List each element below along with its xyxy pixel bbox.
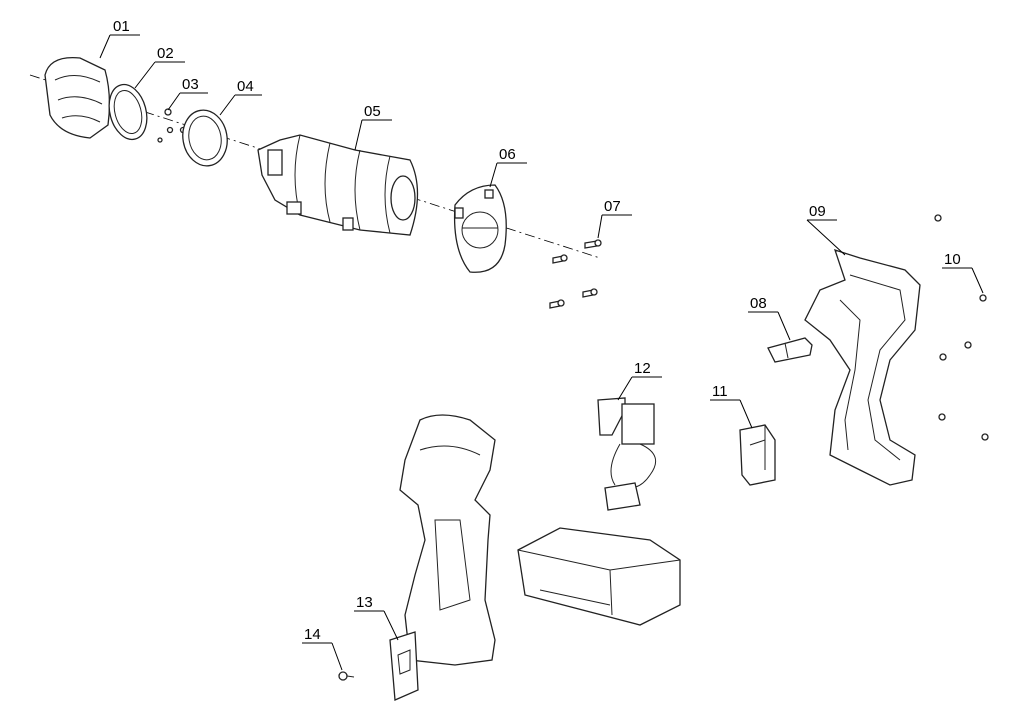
part-08-direction-switch xyxy=(767,337,813,363)
leader-lines xyxy=(99,34,984,671)
part-label-14: 14 xyxy=(304,626,321,643)
part-07-screws xyxy=(549,239,602,309)
part-02-retaining-ring xyxy=(108,83,148,141)
part-14-screw xyxy=(338,671,355,681)
part-label-09: 09 xyxy=(809,203,826,220)
part-10-screws xyxy=(934,214,989,441)
part-label-13: 13 xyxy=(356,594,373,611)
part-label-04: 04 xyxy=(237,78,254,95)
part-label-05: 05 xyxy=(364,103,381,120)
part-12-trigger-switch xyxy=(597,397,657,511)
part-11-control-module xyxy=(739,424,776,486)
part-05-motor-gear-assembly xyxy=(257,134,419,236)
part-label-10: 10 xyxy=(944,251,961,268)
battery-pack xyxy=(517,527,681,626)
main-housing xyxy=(399,414,496,666)
part-label-07: 07 xyxy=(604,198,621,215)
part-label-08: 08 xyxy=(750,295,767,312)
part-label-01: 01 xyxy=(113,18,130,35)
part-01-front-cover xyxy=(44,56,111,139)
part-label-12: 12 xyxy=(634,360,651,377)
part-label-02: 02 xyxy=(157,45,174,62)
part-label-03: 03 xyxy=(182,76,199,93)
part-04-gasket-plate xyxy=(182,109,228,167)
part-label-11: 11 xyxy=(712,383,728,400)
part-label-06: 06 xyxy=(499,146,516,163)
part-13-belt-clip xyxy=(389,631,419,701)
part-09-housing-half xyxy=(804,248,921,486)
part-06-motor-end-cap xyxy=(453,184,507,273)
part-03-small-screws xyxy=(157,108,187,143)
